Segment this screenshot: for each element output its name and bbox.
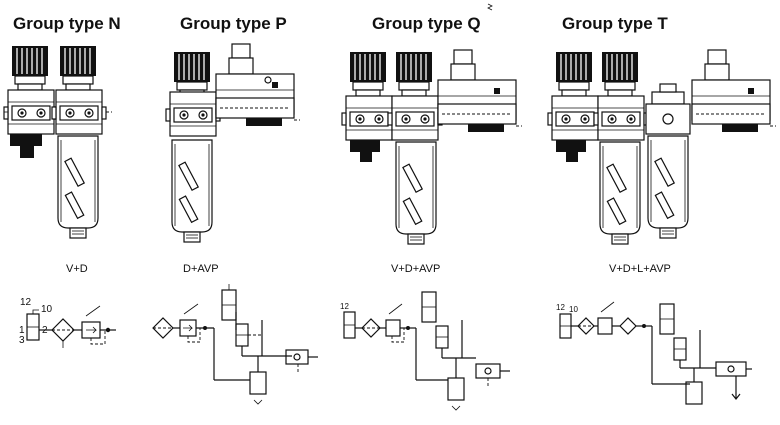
group-q-caption: V+D+AVP — [391, 263, 441, 275]
group-t-assembly — [547, 49, 776, 245]
marker-glyph — [487, 3, 493, 11]
port-label-t-12: 12 — [556, 303, 565, 312]
group-p-assembly — [165, 43, 300, 243]
group-t-caption: V+D+L+AVP — [609, 263, 671, 275]
port-label-q-12: 12 — [340, 302, 349, 311]
schematic-p — [152, 284, 318, 405]
group-q-assembly — [341, 49, 522, 245]
group-p-caption: D+AVP — [183, 263, 219, 275]
group-n-caption: V+D — [66, 263, 88, 275]
port-label-10: 10 — [41, 304, 53, 315]
port-label-3: 3 — [19, 335, 25, 346]
port-label-12: 12 — [20, 297, 32, 308]
schematic-t: 12 10 — [556, 301, 752, 405]
schematic-q: 12 — [340, 291, 510, 411]
port-label-1: 1 — [19, 325, 25, 336]
group-n-title: Group type N — [13, 14, 121, 33]
group-q-title: Group type Q — [372, 14, 481, 33]
group-p-title: Group type P — [180, 14, 287, 33]
port-label-t-10: 10 — [569, 305, 578, 314]
schematic-n: 12 10 1 2 3 — [19, 297, 116, 348]
group-t-title: Group type T — [562, 14, 668, 33]
group-n-assembly — [3, 45, 112, 239]
